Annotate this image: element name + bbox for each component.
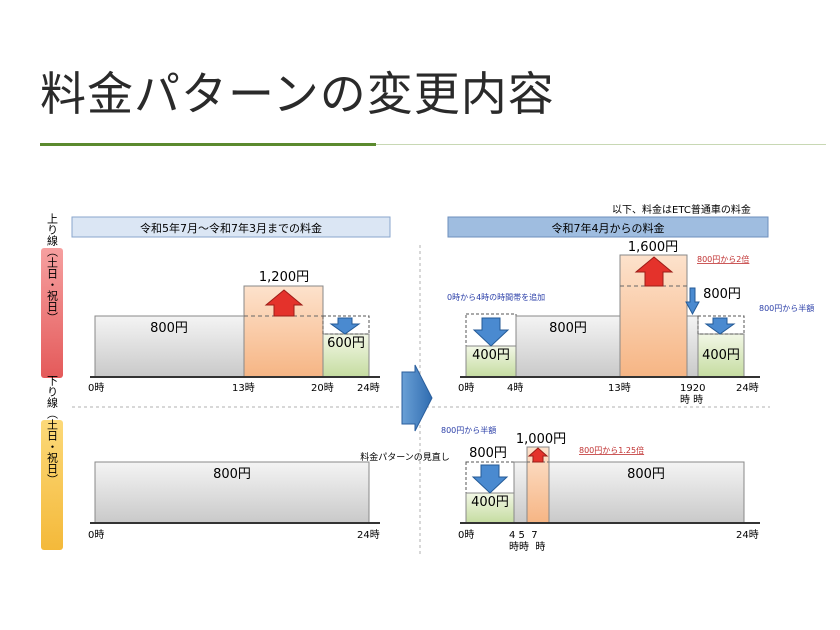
right-up-chart: 0時から4時の時間帯を追加 400円 800円 1,600円 800円から2倍 … [447, 240, 814, 406]
down-arrow-icon [704, 317, 736, 335]
note: 800円から半額 [759, 303, 814, 313]
bar-7-24 [548, 461, 745, 524]
tick: 4時 [507, 382, 523, 394]
tick: 0時 [88, 529, 104, 541]
tick: 13時 [232, 382, 255, 394]
price-label: 1,600円 [628, 240, 678, 255]
tick: 20時 [311, 382, 334, 394]
title-underline-light [376, 144, 826, 145]
price-label: 800円 [213, 467, 251, 482]
bar-0-24 [94, 461, 370, 524]
price-label: 1,200円 [259, 270, 309, 285]
price-label: 800円 [469, 446, 507, 461]
down-arrow-icon [329, 317, 361, 335]
arrow-caption: 料金パターンの見直し [360, 451, 450, 463]
tick: 0時 [458, 529, 474, 541]
title-underline [40, 143, 376, 146]
tick: 時 時 [680, 394, 703, 406]
price-label: 800円 [150, 321, 188, 336]
note: 800円から1.25倍 [579, 445, 644, 455]
tick: 0時 [458, 382, 474, 394]
note: 800円から2倍 [697, 254, 749, 264]
tick: 4 5 7 [509, 530, 538, 541]
left-down-chart: 800円 0時 24時 [88, 461, 380, 541]
tick: 24時 [736, 382, 759, 394]
transition-arrow-icon [401, 364, 433, 432]
up-arrow-icon [634, 256, 674, 287]
price-label: 400円 [702, 348, 740, 363]
left-up-chart: 800円 1,200円 600円 0時 13時 20時 24時 [88, 270, 380, 394]
tick: 時時 時 [509, 541, 545, 553]
price-label: 800円 [703, 287, 741, 302]
side-label-up: 上り線（土日・祝日） [46, 213, 59, 323]
tick: 1920 [680, 383, 705, 394]
page-title: 料金パターンの変更内容 [40, 67, 555, 121]
bar-4-5 [513, 461, 528, 524]
bar-20-24 [697, 333, 745, 378]
down-arrow-icon [472, 317, 510, 347]
header-right: 令和7年4月からの料金 [552, 221, 665, 235]
price-label: 400円 [472, 348, 510, 363]
up-arrow-icon [527, 447, 549, 463]
note: 0時から4時の時間帯を追加 [447, 292, 545, 302]
price-label: 600円 [327, 336, 365, 351]
tick: 0時 [88, 382, 104, 394]
down-arrow-icon [685, 287, 700, 316]
bar-4-13 [515, 315, 621, 378]
price-label: 400円 [471, 495, 509, 510]
side-label-down-box [41, 420, 63, 550]
down-arrow-icon [471, 464, 509, 494]
tick: 24時 [736, 529, 759, 541]
right-down-chart: 800円から半額 800円 400円 1,000円 800円から1.25倍 80… [441, 425, 760, 553]
price-label: 800円 [627, 467, 665, 482]
header-left: 令和5年7月～令和7年3月までの料金 [140, 221, 322, 235]
bar-19-20 [686, 315, 699, 378]
tick: 24時 [357, 382, 380, 394]
header-left-box [71, 216, 391, 238]
tick: 24時 [357, 529, 380, 541]
side-label-up-box [41, 248, 63, 378]
note: 800円から半額 [441, 425, 496, 435]
price-label: 1,000円 [516, 432, 566, 447]
header-right-box [447, 216, 769, 238]
tick: 13時 [608, 382, 631, 394]
side-label-down: 下り線（土日・祝日） [46, 375, 59, 485]
etc-note: 以下、料金はETC普通車の料金 [612, 203, 751, 216]
price-label: 800円 [549, 321, 587, 336]
up-arrow-icon [264, 289, 304, 317]
